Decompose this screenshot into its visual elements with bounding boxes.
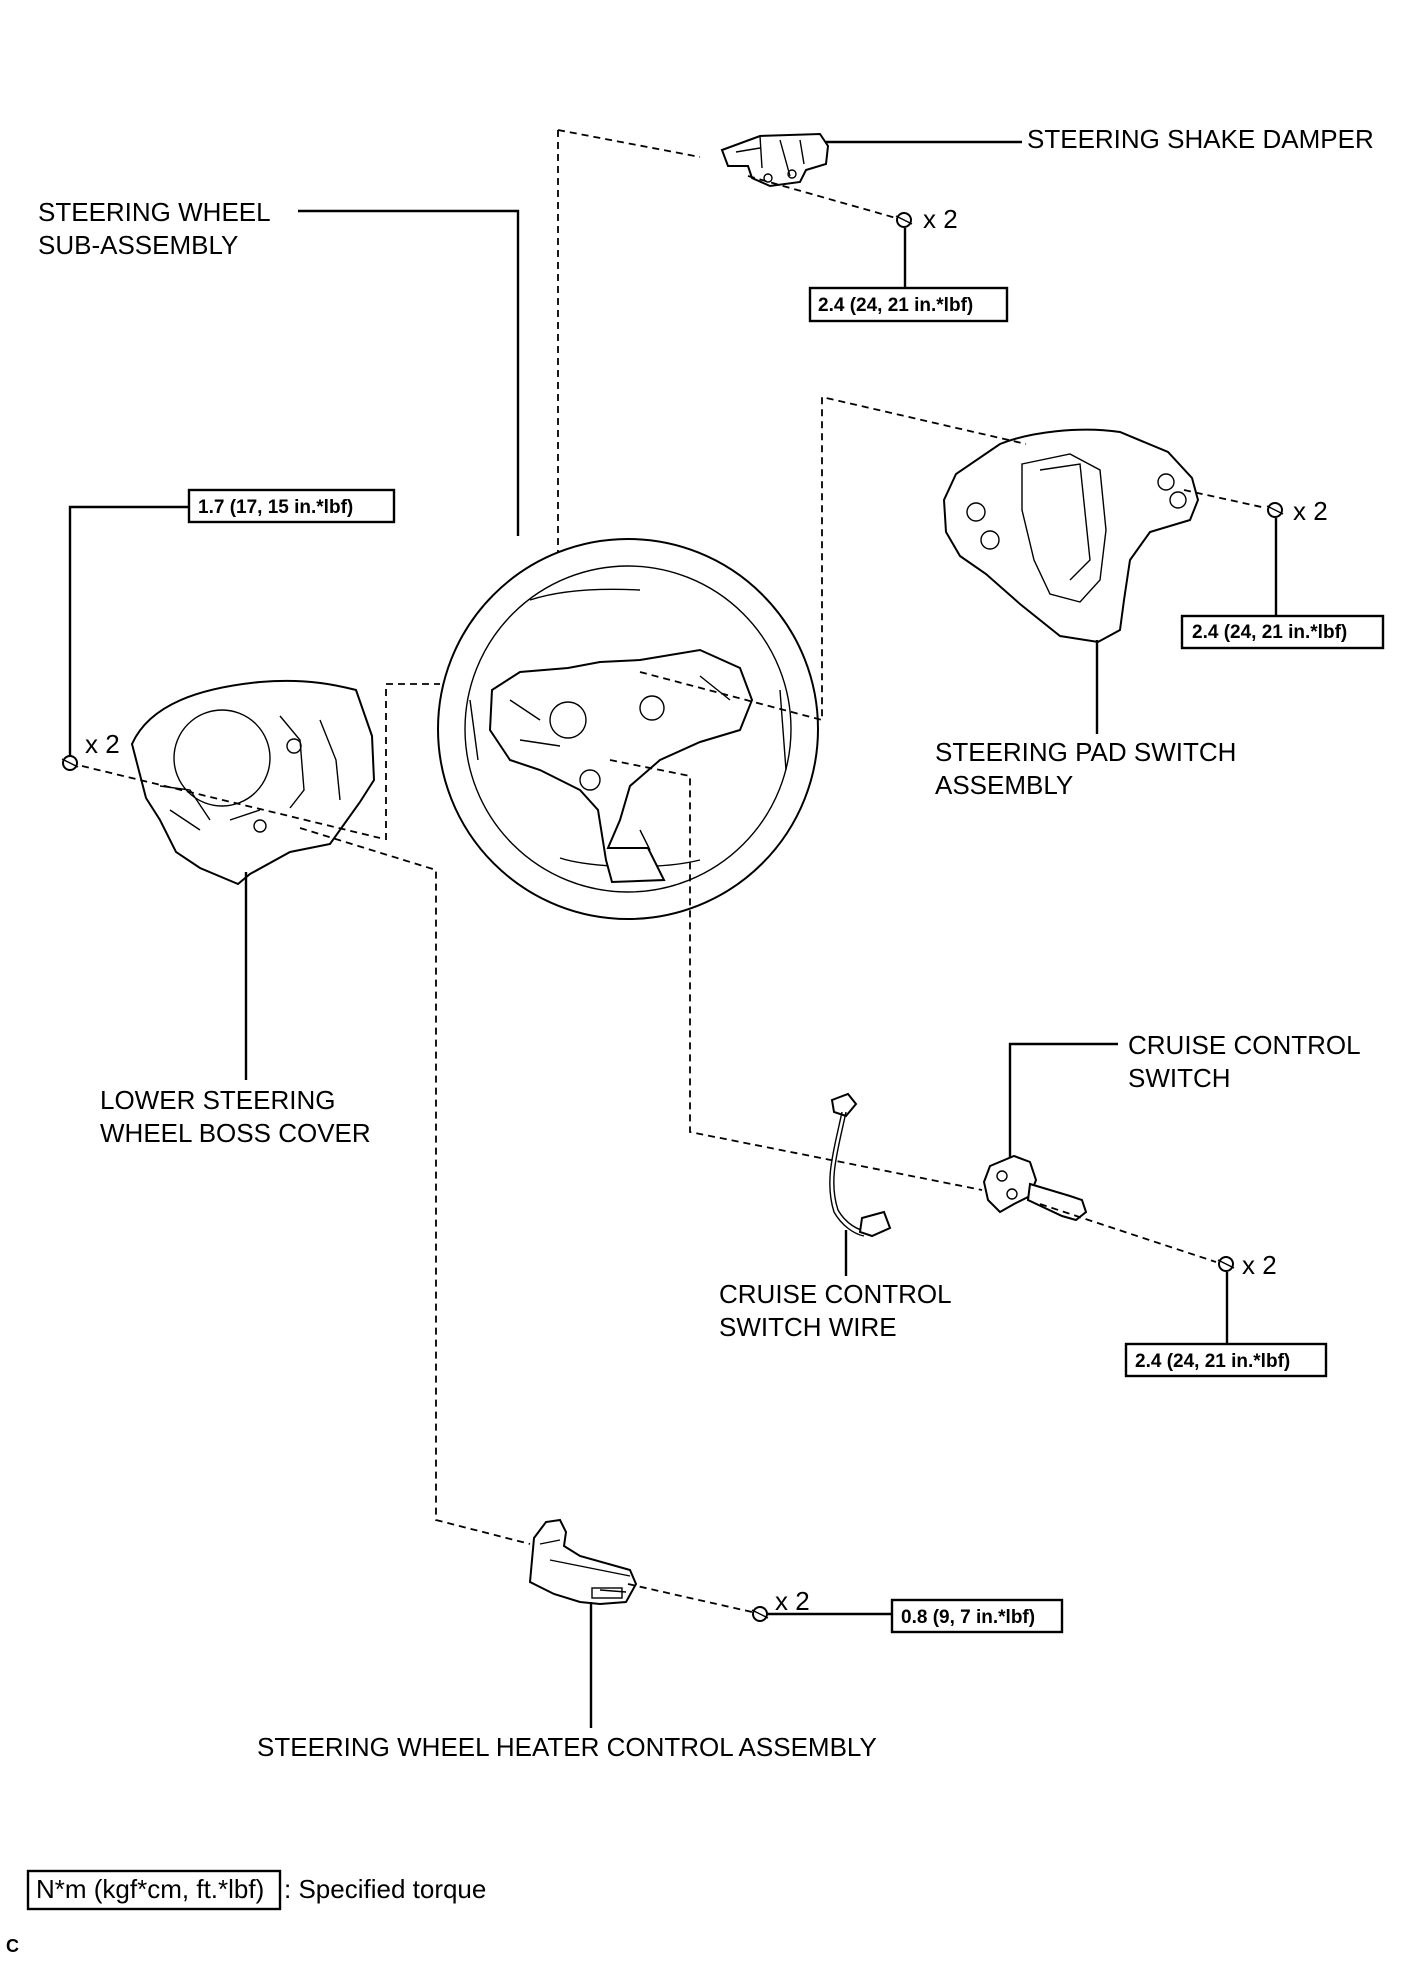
qty-heater-bolt: x 2	[775, 1586, 810, 1616]
label-cruise-switch-2: SWITCH	[1128, 1063, 1231, 1093]
torque-damper: 2.4 (24, 21 in.*lbf)	[818, 295, 973, 316]
cruise-control-switch-part	[982, 1154, 1088, 1222]
legend-unit: N*m (kgf*cm, ft.*lbf)	[36, 1874, 264, 1904]
lower-steering-wheel-boss-cover-part	[130, 679, 376, 886]
label-steering-wheel-2: SUB-ASSEMBLY	[38, 230, 238, 260]
label-steering-shake-damper: STEERING SHAKE DAMPER	[1027, 124, 1374, 154]
qty-pad-bolt: x 2	[1293, 496, 1328, 526]
torque-heater-control: 0.8 (9, 7 in.*lbf)	[901, 1607, 1035, 1628]
legend-box	[26, 1869, 282, 1911]
steering-shake-damper-part	[720, 132, 830, 188]
torque-cruise-switch: 2.4 (24, 21 in.*lbf)	[1135, 1351, 1290, 1372]
label-lower-cover-2: WHEEL BOSS COVER	[100, 1118, 371, 1148]
torque-box-cruise-switch	[1124, 1342, 1328, 1378]
label-steering-wheel-1: STEERING WHEEL	[38, 197, 271, 227]
label-cruise-wire-2: SWITCH WIRE	[719, 1312, 897, 1342]
bolt-icon	[1266, 502, 1284, 518]
qty-damper-bolt: x 2	[923, 204, 958, 234]
torque-pad-switch: 2.4 (24, 21 in.*lbf)	[1192, 622, 1347, 643]
label-heater-control: STEERING WHEEL HEATER CONTROL ASSEMBLY	[257, 1732, 877, 1762]
torque-box-heater-control	[890, 1598, 1064, 1634]
qty-cover-bolt: x 2	[85, 729, 120, 759]
label-lower-cover-1: LOWER STEERING	[100, 1085, 335, 1115]
legend-description: : Specified torque	[284, 1874, 486, 1904]
torque-lower-cover: 1.7 (17, 15 in.*lbf)	[198, 497, 353, 518]
steering-wheel-part	[437, 538, 819, 920]
label-cruise-wire-1: CRUISE CONTROL	[719, 1279, 952, 1309]
steering-wheel-heater-control-part	[528, 1518, 638, 1606]
label-pad-switch-1: STEERING PAD SWITCH	[935, 737, 1236, 767]
cruise-control-switch-wire-part	[829, 1092, 892, 1238]
label-pad-switch-2: ASSEMBLY	[935, 770, 1073, 800]
label-cruise-switch-1: CRUISE CONTROL	[1128, 1030, 1361, 1060]
bolt-icon	[1217, 1256, 1235, 1272]
torque-box-lower-cover	[187, 488, 396, 524]
bolt-icon	[751, 1606, 769, 1622]
qty-cruise-bolt: x 2	[1242, 1250, 1277, 1280]
torque-box-damper	[808, 286, 1009, 323]
torque-box-pad-switch	[1180, 614, 1385, 650]
bolt-icon	[895, 212, 913, 228]
footer-code: C	[6, 1936, 19, 1956]
steering-pad-switch-part	[942, 428, 1200, 644]
bolt-icon	[61, 755, 79, 771]
